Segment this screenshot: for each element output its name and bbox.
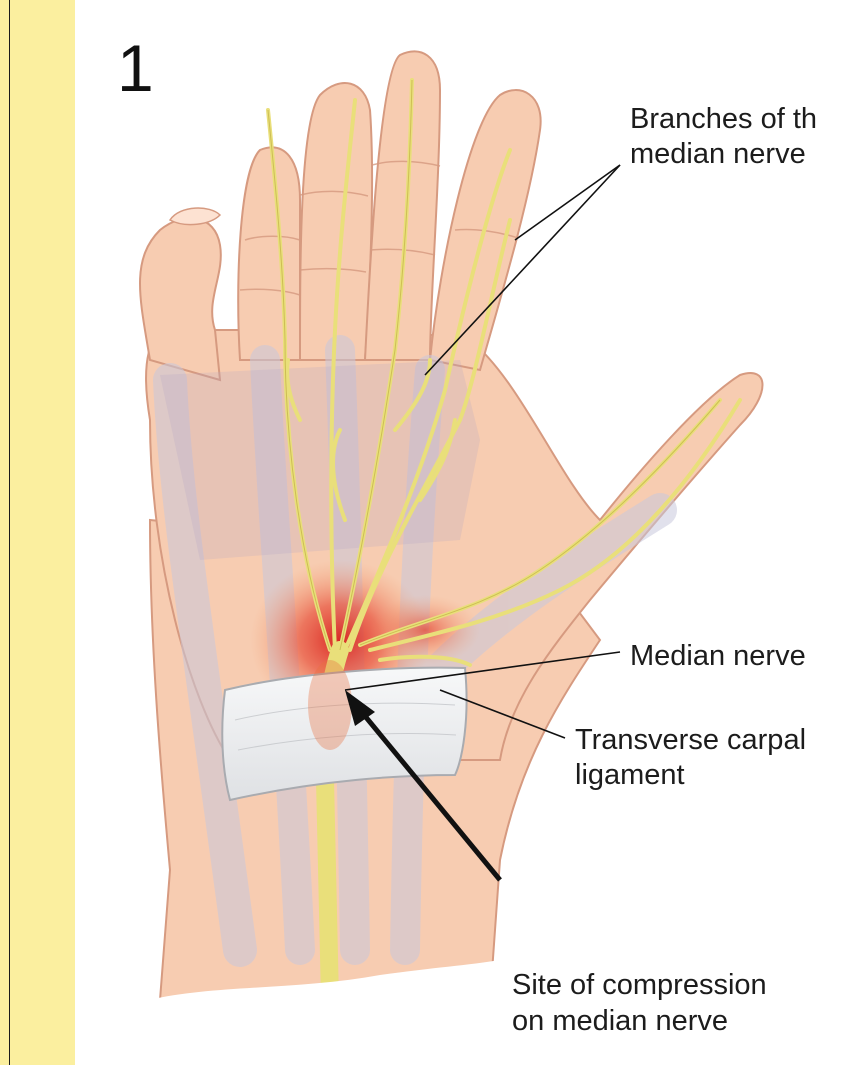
finger-index <box>238 147 300 360</box>
thumbnail-shape <box>170 208 220 225</box>
label-branches-line1: Branches of th <box>630 102 817 136</box>
label-median-nerve: Median nerve <box>630 639 806 673</box>
palmar-fascia <box>160 360 480 560</box>
inflammation-glow-branch <box>370 595 480 665</box>
label-compression-line1: Site of compression <box>512 968 767 1002</box>
label-transverse-line2: ligament <box>575 758 685 792</box>
finger-ring <box>365 51 440 360</box>
label-branches-line2: median nerve <box>630 137 806 171</box>
label-compression-line2: on median nerve <box>512 1004 728 1038</box>
thumb-shape <box>140 218 221 380</box>
label-transverse-line1: Transverse carpal <box>575 723 806 757</box>
panel-number: 1 <box>117 30 154 106</box>
